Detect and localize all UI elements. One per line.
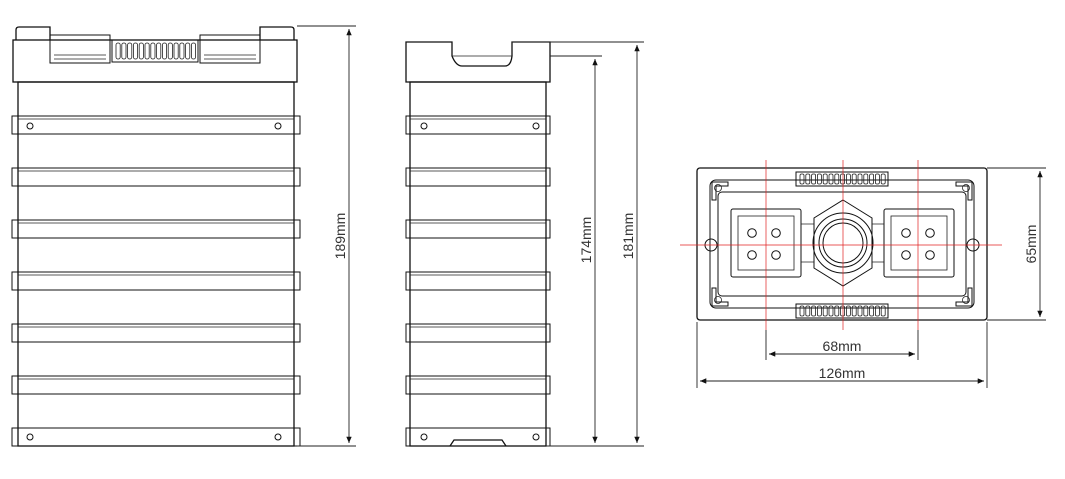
connector-rib — [161, 42, 167, 60]
connector-rib — [185, 42, 191, 60]
connector-rib — [846, 305, 851, 317]
mount-hole — [26, 122, 34, 130]
mount-hole — [26, 433, 34, 441]
body-band — [405, 375, 551, 395]
connector-rib — [822, 305, 828, 317]
connector-rib — [115, 42, 121, 60]
body-band — [405, 167, 551, 187]
connector-rib — [869, 305, 874, 317]
dimension-lines — [297, 25, 1046, 447]
connector-rib — [817, 305, 822, 317]
body-band — [11, 427, 301, 447]
connector-rib — [880, 305, 886, 317]
connector-rib — [132, 42, 138, 60]
connector-rib — [805, 173, 811, 185]
connector-rib — [138, 42, 144, 60]
dim-top-width: 126mm — [819, 365, 866, 381]
connector-rib — [846, 173, 851, 185]
mount-hole — [420, 433, 428, 441]
mount-hole — [532, 433, 540, 441]
connector-rib — [822, 173, 828, 185]
connector-rib — [179, 42, 185, 60]
mount-hole — [420, 122, 428, 130]
dim-top-pitch: 68mm — [823, 338, 862, 354]
connector-rib — [851, 305, 857, 317]
dim-top-depth: 65mm — [1023, 225, 1039, 264]
connector-rib — [127, 42, 133, 60]
connector-rib — [834, 173, 840, 185]
connector-rib — [857, 305, 863, 317]
connector-rib — [863, 173, 869, 185]
connector-rib — [875, 173, 880, 185]
mount-hole — [532, 122, 540, 130]
connector-rib — [811, 305, 816, 317]
connector-rib — [144, 42, 150, 60]
connector-rib — [834, 305, 840, 317]
connector-rib — [880, 173, 886, 185]
connector-rib — [828, 305, 834, 317]
body-band — [11, 115, 301, 135]
connector-rib — [156, 42, 162, 60]
connector-rib — [150, 42, 156, 60]
connector-rib — [811, 173, 816, 185]
connector-rib — [840, 305, 845, 317]
top-view — [680, 160, 1002, 330]
connector-rib — [840, 173, 845, 185]
body-band — [11, 167, 301, 187]
connector-rib — [121, 42, 127, 60]
connector-rib — [875, 305, 880, 317]
body-band — [11, 323, 301, 343]
side-view — [405, 41, 551, 447]
body-band — [405, 115, 551, 135]
body-band — [405, 427, 551, 447]
body-band — [11, 375, 301, 395]
body-band — [11, 219, 301, 239]
connector-rib — [869, 173, 874, 185]
connector-rib — [851, 173, 857, 185]
mount-hole — [274, 433, 282, 441]
dim-side-outer-height: 181mm — [620, 213, 636, 260]
connector-rib — [828, 173, 834, 185]
connector-rib — [173, 42, 179, 60]
body-band — [11, 271, 301, 291]
connector-rib — [167, 42, 173, 60]
connector-rib — [817, 173, 822, 185]
connector-rib — [805, 305, 811, 317]
body-band — [405, 271, 551, 291]
connector-rib — [799, 305, 805, 317]
body-band — [405, 323, 551, 343]
dim-front-height: 189mm — [332, 213, 348, 260]
connector-rib — [863, 305, 869, 317]
connector-rib — [799, 173, 805, 185]
body-band — [405, 219, 551, 239]
connector-rib — [857, 173, 863, 185]
front-view — [11, 26, 301, 447]
connector-rib — [190, 42, 196, 60]
mount-hole — [274, 122, 282, 130]
dim-side-inner-height: 174mm — [578, 217, 594, 264]
